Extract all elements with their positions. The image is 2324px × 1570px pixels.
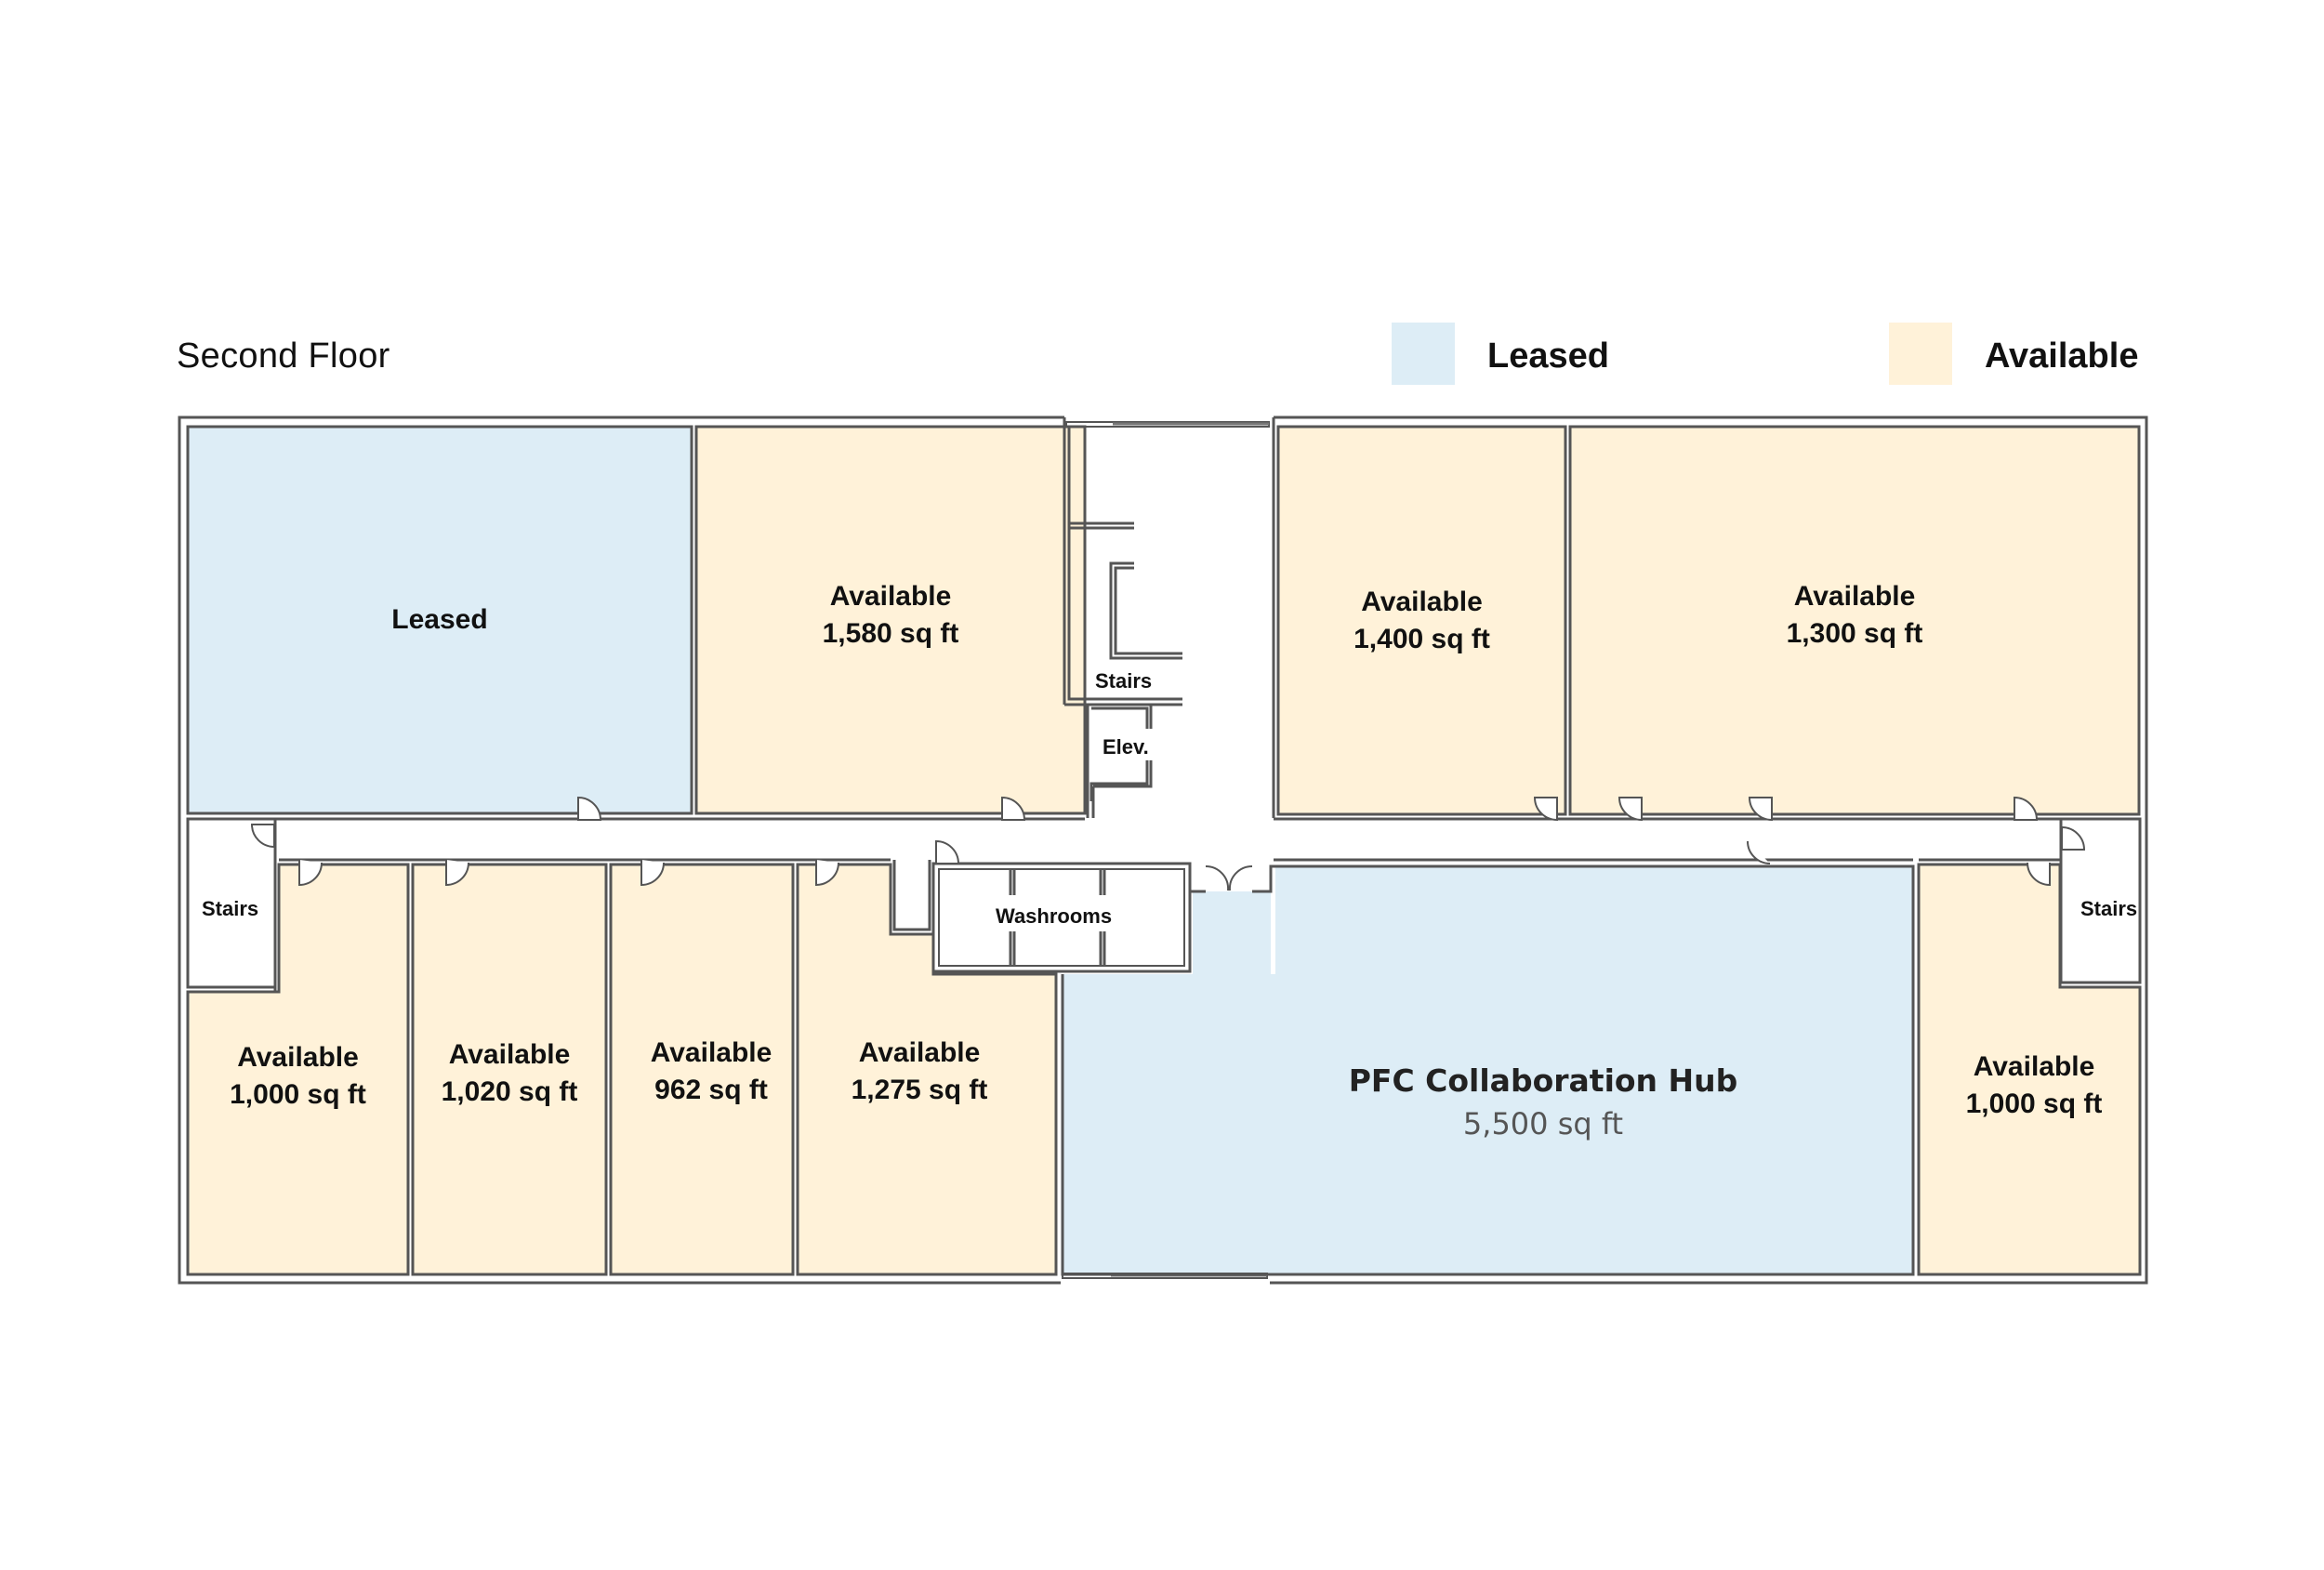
room-status: Available [650,1037,772,1068]
hub-name: PFC Collaboration Hub [1348,1062,1738,1099]
label-room-1020: Available 1,020 sq ft [413,1036,606,1111]
room-status: Available [1361,587,1483,617]
hub-sqft: 5,500 sq ft [1462,1106,1624,1141]
room-status: Available [448,1039,571,1070]
legend-swatch-available [1889,323,1952,385]
room-available-1000-right-lower [2060,987,2140,1274]
room-status: Leased [391,604,488,635]
label-room-962: Available 962 sq ft [620,1035,802,1109]
room-available-962[interactable] [611,864,793,1274]
label-room-1300: Available 1,300 sq ft [1570,578,2139,653]
room-status: Available [858,1037,981,1068]
legend-label-available: Available [1985,336,2139,376]
room-available-1000-left[interactable] [188,992,408,1274]
room-sqft: 962 sq ft [654,1075,768,1105]
label-washrooms: Washrooms [996,904,1113,928]
room-sqft: 1,000 sq ft [230,1079,366,1110]
room-available-1000-right[interactable] [1919,864,2060,1274]
label-room-1000-left: Available 1,000 sq ft [188,1039,408,1114]
label-room-hub: PFC Collaboration Hub 5,500 sq ft [1274,1060,1813,1145]
legend-swatch-leased [1392,323,1455,385]
room-leased-top-left[interactable] [188,427,692,813]
label-elevator: Elev. [1103,735,1149,759]
label-room-1000-right: Available 1,000 sq ft [1919,1049,2149,1123]
label-room-leased-top-left: Leased [188,427,692,813]
room-sqft: 1,400 sq ft [1353,624,1490,654]
room-status: Available [1793,581,1916,612]
room-available-1400[interactable] [1278,427,1565,814]
room-available-1275[interactable] [798,864,891,1274]
room-sqft: 1,300 sq ft [1786,618,1923,649]
room-hub-upper [1275,866,1913,978]
room-status: Available [237,1042,359,1073]
room-sqft: 1,000 sq ft [1965,1088,2103,1119]
label-stairs-left: Stairs [202,897,259,920]
room-sqft: 1,020 sq ft [441,1076,578,1107]
room-sqft: 1,275 sq ft [851,1075,988,1105]
label-room-1275: Available 1,275 sq ft [818,1035,1021,1109]
room-sqft: 1,580 sq ft [822,618,959,649]
label-stairs-right: Stairs [2080,897,2138,920]
floor-title: Second Floor [177,336,390,376]
room-available-1020[interactable] [413,864,606,1274]
room-hub[interactable] [1063,974,1913,1274]
room-status: Available [829,581,952,612]
room-available-1580[interactable] [696,427,1085,813]
room-available-1275-part [933,974,1056,1274]
room-available-1275-part [891,934,933,1274]
label-room-1400: Available 1,400 sq ft [1278,584,1565,658]
label-room-1580: Available 1,580 sq ft [696,578,1085,653]
label-stairs-center: Stairs [1095,669,1153,693]
legend-label-leased: Leased [1487,336,1609,376]
room-available-1300[interactable] [1570,427,2139,814]
room-hub-entry [1193,891,1271,977]
room-status: Available [1973,1051,2095,1082]
